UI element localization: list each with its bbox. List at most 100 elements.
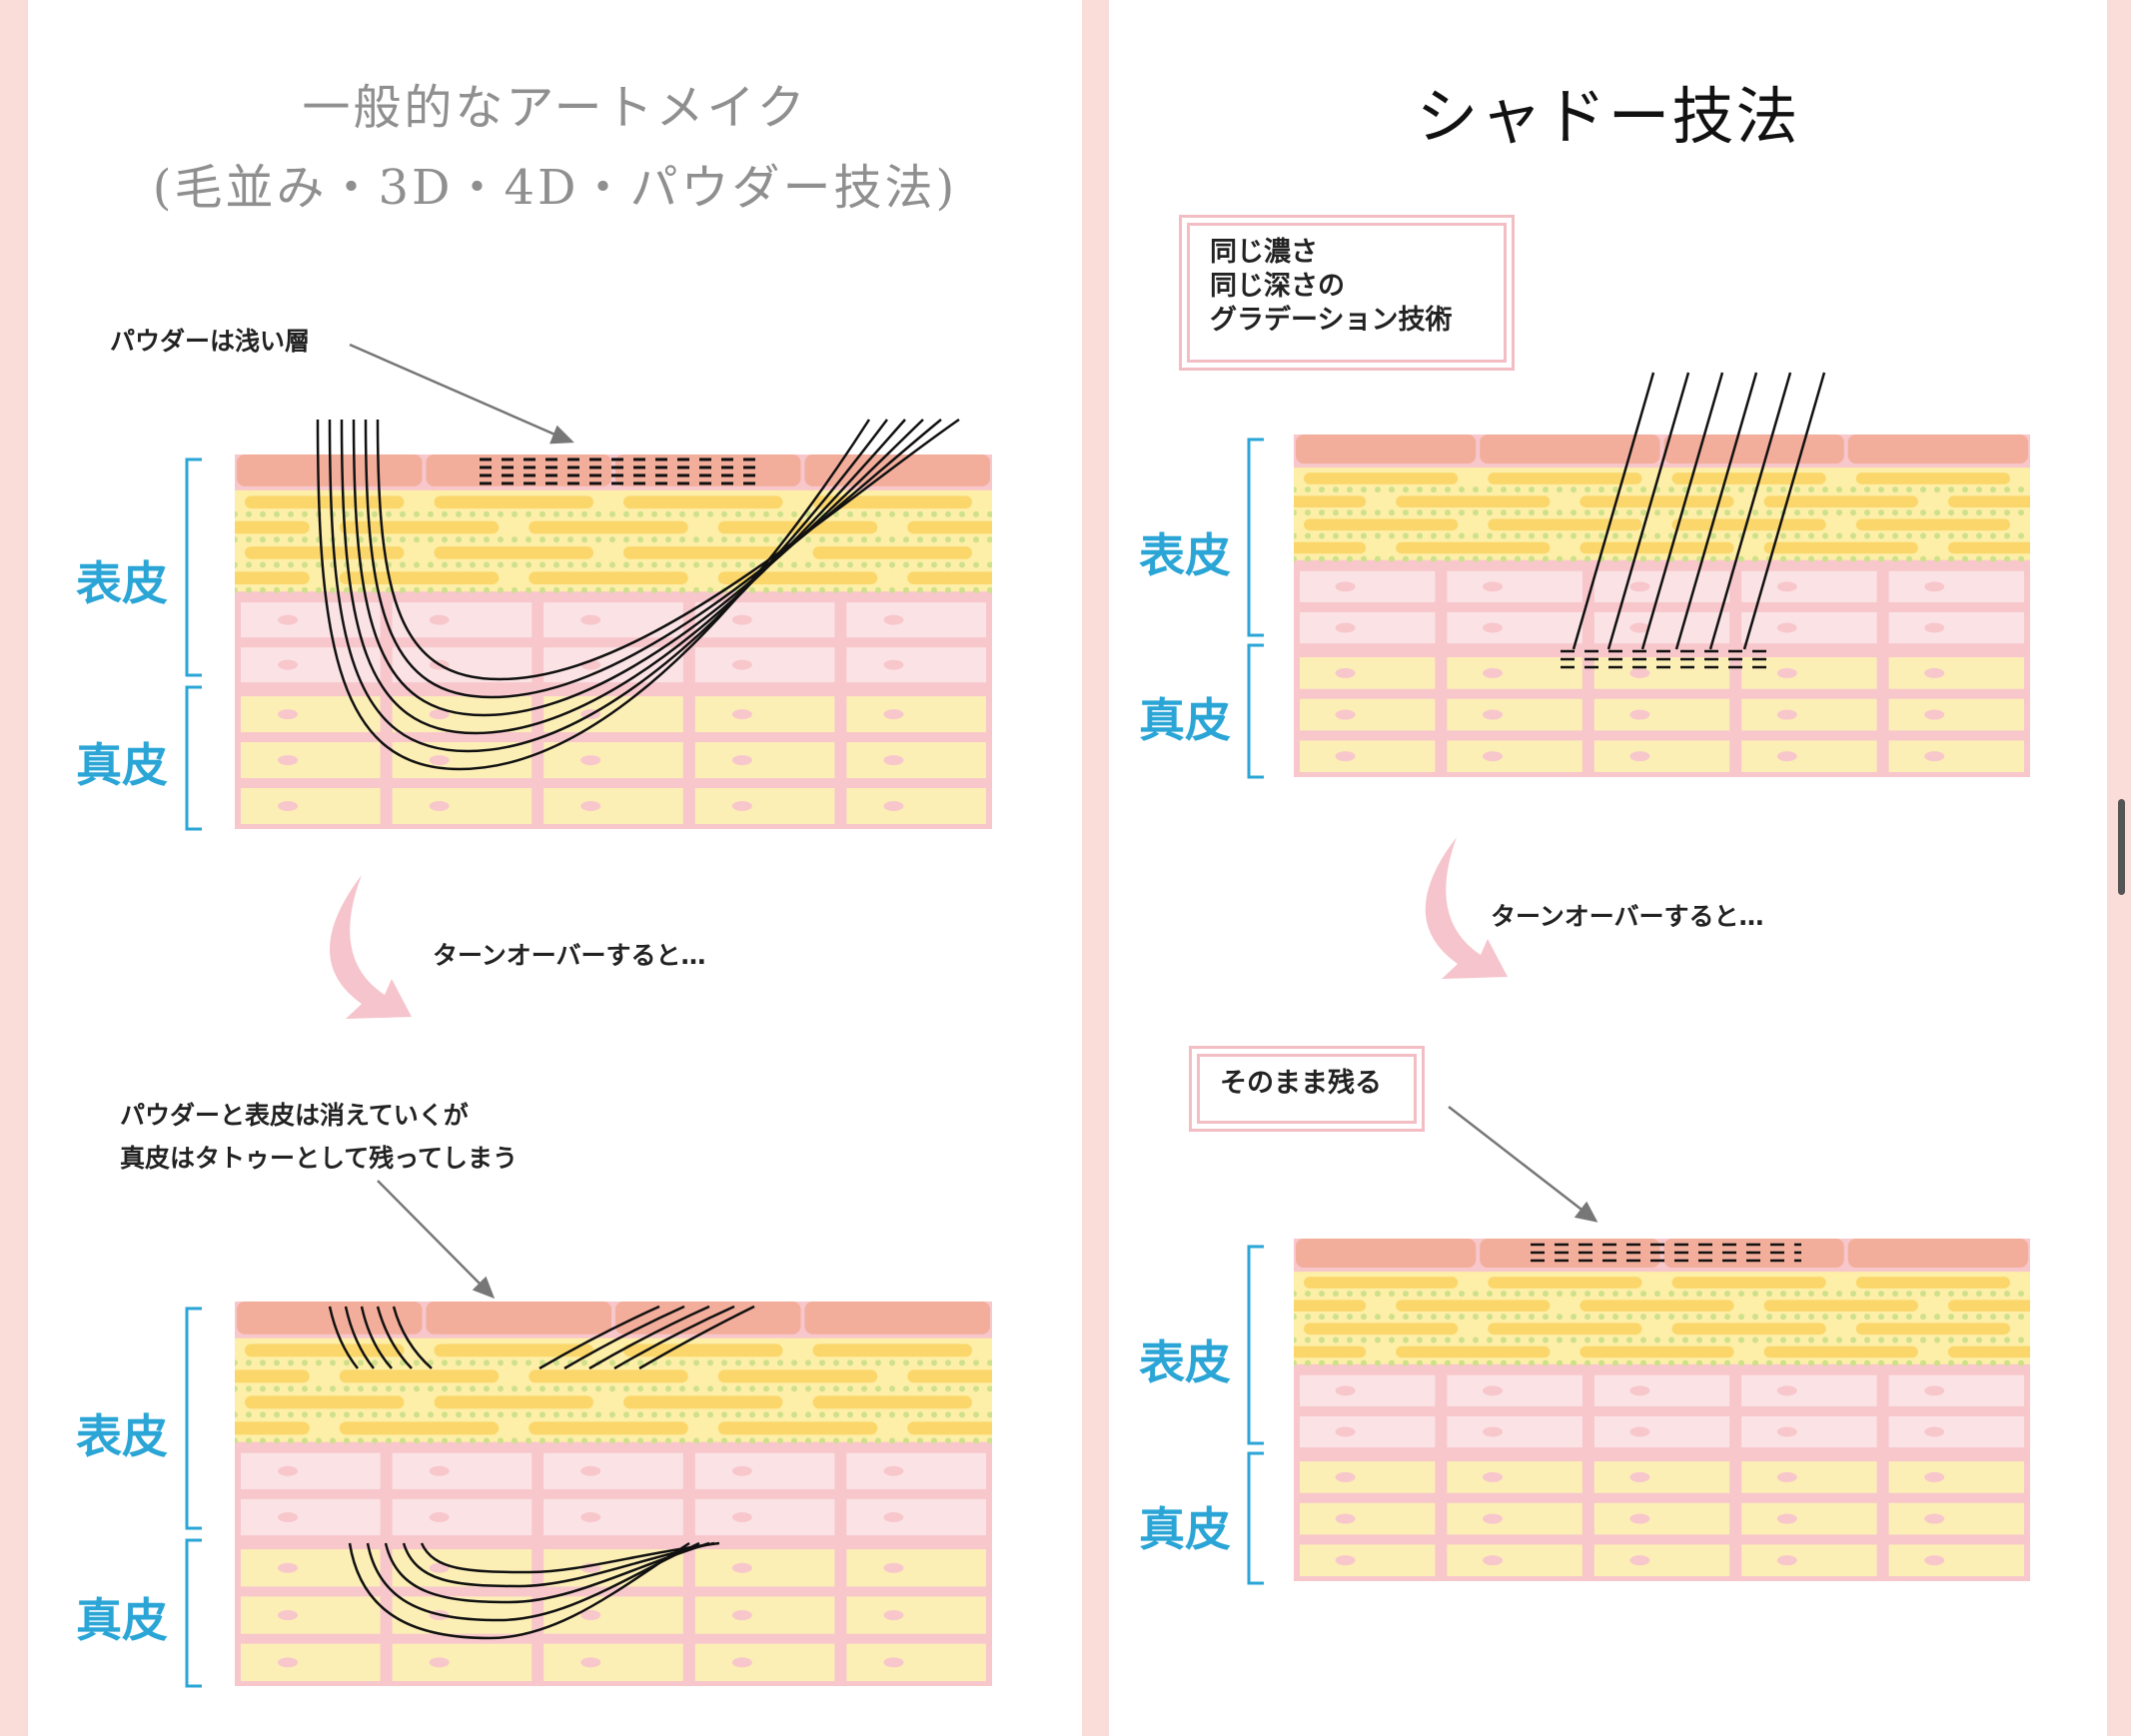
granule-dot xyxy=(903,586,909,593)
granule-dot xyxy=(414,1359,420,1366)
epidermis-cell xyxy=(717,520,878,534)
granule-dot xyxy=(274,561,280,568)
granule-dot xyxy=(637,1385,643,1392)
granule-dot xyxy=(1906,532,1912,539)
cell-nucleus xyxy=(1335,667,1356,678)
granule-dot xyxy=(330,1437,336,1444)
granule-dot xyxy=(1557,555,1563,562)
epidermis-cell xyxy=(1855,518,2010,531)
granule-dot xyxy=(1445,509,1451,516)
granule-dot xyxy=(1654,532,1660,539)
granule-dot xyxy=(1445,532,1451,539)
granule-dot xyxy=(470,586,476,593)
granule-dot xyxy=(1389,1291,1395,1298)
cell-nucleus xyxy=(1924,581,1945,592)
needle-lines-right-top xyxy=(1572,372,1826,650)
granule-dot xyxy=(889,510,895,517)
epidermis-cell xyxy=(235,1369,310,1383)
epidermis-cell xyxy=(1947,1345,2030,1358)
granule-dot xyxy=(637,1437,643,1444)
granule-dot xyxy=(889,561,895,568)
granule-dot xyxy=(316,1437,322,1444)
granule-dot xyxy=(1501,509,1507,516)
granule-dot xyxy=(1682,1359,1688,1366)
cell-nucleus xyxy=(731,1465,752,1476)
granule-dot xyxy=(1864,1313,1870,1320)
granule-dot xyxy=(316,1385,322,1392)
granule-dot xyxy=(1557,509,1563,516)
granule-dot xyxy=(246,1437,252,1444)
granule-dot xyxy=(1710,532,1716,539)
granule-dot xyxy=(1361,1336,1367,1343)
granule-dot xyxy=(1333,509,1339,516)
granule-dot xyxy=(1654,1359,1660,1366)
granule-dot xyxy=(1668,1336,1674,1343)
cell-nucleus xyxy=(278,614,299,625)
granule-dot xyxy=(512,510,518,517)
granule-dot xyxy=(903,561,909,568)
granule-dot xyxy=(1836,509,1842,516)
cell-nucleus xyxy=(1629,622,1650,633)
granule-dot xyxy=(651,1437,657,1444)
granule-dot xyxy=(1934,1336,1940,1343)
granule-dot xyxy=(623,1385,629,1392)
cell-nucleus xyxy=(1924,1471,1945,1482)
granule-dot xyxy=(1780,1313,1786,1320)
granule-dot xyxy=(1934,555,1940,562)
granule-dot xyxy=(484,561,490,568)
granule-dot xyxy=(302,1411,308,1418)
granule-dot xyxy=(442,510,448,517)
epidermis-cell xyxy=(907,571,992,585)
cell-nucleus xyxy=(1924,1513,1945,1524)
granule-dot xyxy=(987,561,992,568)
granule-dot xyxy=(777,1437,783,1444)
cell-nucleus xyxy=(1924,622,1945,633)
granule-dot xyxy=(623,1437,629,1444)
granule-dot xyxy=(721,561,727,568)
granule-dot xyxy=(1515,1291,1521,1298)
dermis-cell xyxy=(1447,740,1583,772)
pigment-dashes-right-top xyxy=(1561,649,1773,669)
granule-dot xyxy=(875,1359,881,1366)
granule-dot xyxy=(386,536,392,543)
cell-nucleus xyxy=(1335,1513,1356,1524)
granule-dot xyxy=(1766,1336,1772,1343)
granule-dot xyxy=(1389,509,1395,516)
bracket-left-top-epidermis xyxy=(185,457,202,677)
cell-nucleus xyxy=(731,1610,752,1621)
granule-dot xyxy=(1361,509,1367,516)
granule-dot xyxy=(1738,1313,1744,1320)
granule-dot xyxy=(1459,486,1465,493)
granule-dot xyxy=(1836,486,1842,493)
granule-dot xyxy=(917,586,923,593)
granule-dot xyxy=(1543,509,1549,516)
left-bottom-epidermis-label: 表皮 xyxy=(76,1409,168,1463)
granule-dot xyxy=(2004,509,2010,516)
granule-dot xyxy=(414,1385,420,1392)
granule-dot xyxy=(875,1437,881,1444)
granule-dot xyxy=(1892,509,1898,516)
cell-nucleus xyxy=(1776,751,1797,762)
granule-dot xyxy=(959,1359,965,1366)
granule-dot xyxy=(1948,1336,1954,1343)
granule-dot xyxy=(1738,1291,1744,1298)
granule-dot xyxy=(1487,532,1493,539)
granule-dot xyxy=(260,536,266,543)
epidermis-cell xyxy=(1488,472,1642,484)
granule-dot xyxy=(1501,1313,1507,1320)
granule-dot xyxy=(1920,555,1926,562)
cell-nucleus xyxy=(731,755,752,766)
epidermis-cell xyxy=(1294,495,1367,507)
granule-dot xyxy=(931,1385,937,1392)
granule-dot xyxy=(302,1385,308,1392)
dermis-cell xyxy=(392,1643,533,1681)
surface-cell xyxy=(426,1302,611,1334)
cell-nucleus xyxy=(1482,1385,1503,1396)
granule-dot xyxy=(861,561,867,568)
granule-dot xyxy=(959,510,965,517)
scrollbar[interactable] xyxy=(2118,799,2125,895)
granule-dot xyxy=(1948,509,1954,516)
dermis-cell xyxy=(1447,1544,1583,1576)
granule-dot xyxy=(274,1411,280,1418)
granule-dot xyxy=(1515,509,1521,516)
